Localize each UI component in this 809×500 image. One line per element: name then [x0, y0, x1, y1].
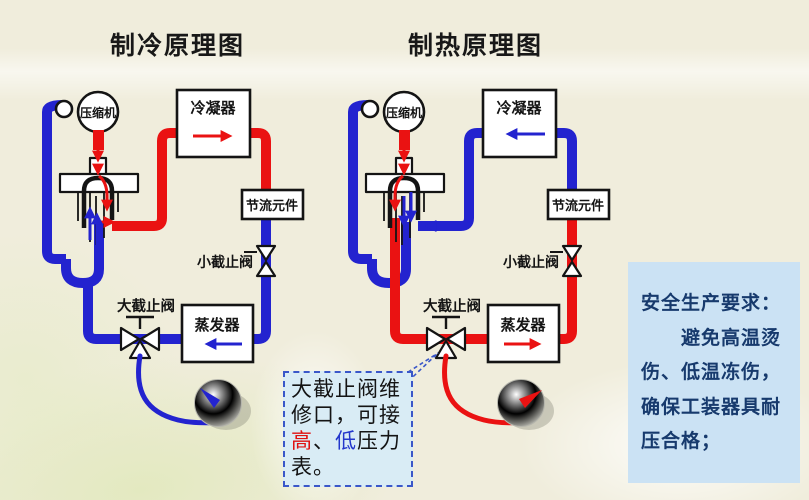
evaporator-box [180, 303, 255, 364]
evaporator-box [486, 303, 561, 364]
evaporator-unit: 蒸发器 [486, 303, 561, 364]
discharge-pipe [112, 128, 177, 231]
compressor-label: 压缩机 [80, 105, 116, 120]
condenser-label: 冷凝器 [190, 99, 236, 117]
small-stop-valve: 小截止阀 [197, 244, 277, 278]
condenser-label: 冷凝器 [496, 99, 542, 117]
valve-handle [126, 315, 154, 329]
service-port-callout: 大截止阀维 修口，可接 高、低压力 表。 [283, 371, 413, 487]
valve-bottom-triangle [561, 260, 583, 278]
valve-top-triangle [561, 244, 583, 262]
valve-bottom-triangle [255, 260, 277, 278]
large-stop-valve: 大截止阀 [423, 297, 481, 360]
pressure-gauge [194, 379, 251, 430]
small-valve-label: 小截止阀 [197, 254, 253, 271]
valve-handle [432, 315, 460, 329]
valve-channel [387, 175, 421, 228]
cooling-flow-arrows [84, 150, 116, 245]
throttle-box [240, 188, 305, 221]
gauge-needle [519, 390, 542, 408]
safety-title: 安全生产要求： [641, 292, 782, 314]
liquid-pipe-right [250, 128, 271, 205]
u-trap-pipe [61, 247, 104, 288]
condenser-unit: 冷凝器 [481, 88, 558, 159]
throttle-unit: 节流元件 [546, 188, 611, 221]
valve-right-triangle [139, 326, 161, 352]
cooling-diagram-title: 制冷原理图 [110, 31, 246, 60]
small-valve-label: 小截止阀 [503, 254, 559, 271]
pressure-gauge [497, 379, 554, 430]
evaporator-label: 蒸发器 [194, 316, 240, 334]
suction-port-circle [360, 99, 380, 119]
valve-left-triangle [119, 326, 141, 352]
low-pressure-pipe [83, 203, 271, 344]
evaporator-label: 蒸发器 [500, 316, 546, 334]
hot-gas-arrow [98, 174, 113, 212]
throttle-unit: 节流元件 [240, 188, 305, 221]
condenser-box [175, 88, 252, 159]
discharge-stub [399, 130, 410, 150]
heating-diagram: 压缩机 冷凝器 [348, 88, 611, 430]
valve-top-triangle [255, 244, 277, 262]
suction-port-circle [54, 99, 74, 119]
suction-pipe-left [42, 100, 66, 264]
safety-requirements-box: 安全生产要求： 避免高温烫 伤、低温冻伤， 确保工装器具耐 压合格； [628, 262, 800, 483]
valve-channel [81, 175, 115, 228]
compressor-unit: 压缩机 [360, 90, 426, 150]
hot-gas-arrow [389, 174, 404, 212]
u-trap-pipe [367, 246, 411, 288]
evaporator-unit: 蒸发器 [180, 303, 255, 364]
gauge-dial [497, 379, 545, 427]
large-valve-label: 大截止阀 [423, 297, 481, 315]
large-valve-label: 大截止阀 [117, 297, 175, 315]
cooling-diagram: 压缩机 冷凝器 [42, 88, 305, 430]
hot-gas-pipe [390, 203, 577, 344]
discharge-stub [93, 130, 104, 150]
large-stop-valve: 大截止阀 [117, 297, 175, 360]
throttle-label: 节流元件 [246, 198, 298, 214]
compressor-label: 压缩机 [386, 105, 422, 120]
throttle-label: 节流元件 [552, 198, 604, 214]
compressor-unit: 压缩机 [54, 90, 120, 150]
heating-diagram-title: 制热原理图 [408, 31, 544, 60]
gauge-dial [194, 379, 242, 427]
liquid-pipe-right [556, 128, 577, 205]
condenser-unit: 冷凝器 [175, 88, 252, 159]
small-stop-valve: 小截止阀 [503, 244, 583, 278]
throttle-box [546, 188, 611, 221]
suction-pipe-left [348, 100, 372, 264]
condenser-box [481, 88, 558, 159]
valve-left-triangle [425, 326, 447, 352]
return-pipe [418, 128, 483, 231]
safety-body: 避免高温烫 伤、低温冻伤， 确保工装器具耐 压合格； [641, 326, 782, 453]
valve-right-triangle [445, 326, 467, 352]
heating-flow-arrows [389, 150, 442, 232]
gauge-needle [200, 388, 220, 408]
